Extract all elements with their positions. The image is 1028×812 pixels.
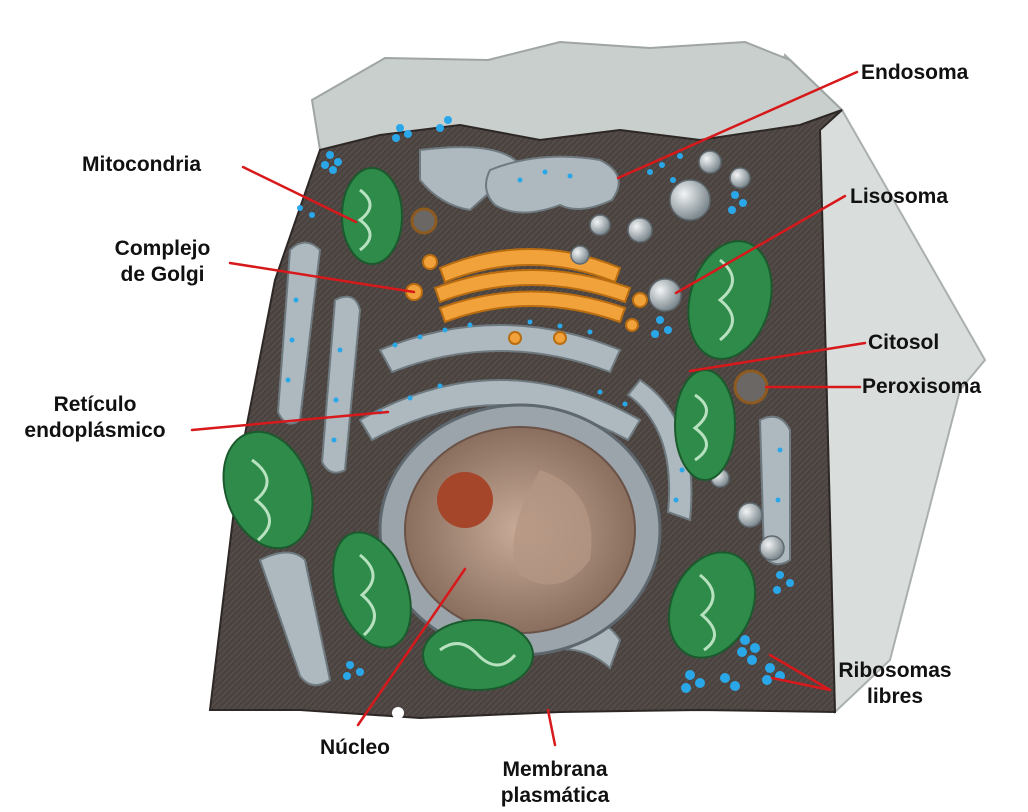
label-membrana-line2: plasmática <box>480 783 630 809</box>
label-reticulo-line2: endoplásmico <box>0 418 190 444</box>
endosome <box>486 157 619 213</box>
label-complejo-golgi-line2: de Golgi <box>95 262 230 288</box>
label-citosol: Citosol <box>868 330 939 356</box>
label-endosoma: Endosoma <box>861 60 968 86</box>
label-ribosomas-line1: Ribosomas <box>830 658 960 684</box>
label-ribosomas-line2: libres <box>830 684 960 710</box>
leader-line-membrana <box>548 710 555 745</box>
label-peroxisoma: Peroxisoma <box>862 374 981 400</box>
label-lisosoma: Lisosoma <box>850 184 948 210</box>
label-membrana-line1: Membrana <box>480 757 630 783</box>
label-reticulo-endoplasmico: Retículo endoplásmico <box>0 392 190 444</box>
label-ribosomas-libres: Ribosomas libres <box>830 658 960 710</box>
label-reticulo-line1: Retículo <box>0 392 190 418</box>
nucleolus <box>437 472 493 528</box>
label-mitocondria: Mitocondria <box>82 152 242 178</box>
label-nucleo: Núcleo <box>300 735 410 761</box>
label-membrana-plasmatica: Membrana plasmática <box>480 757 630 809</box>
label-complejo-golgi: Complejo de Golgi <box>95 236 230 288</box>
nucleus <box>380 405 660 655</box>
label-complejo-golgi-line1: Complejo <box>95 236 230 262</box>
membrane-notch <box>392 707 404 719</box>
